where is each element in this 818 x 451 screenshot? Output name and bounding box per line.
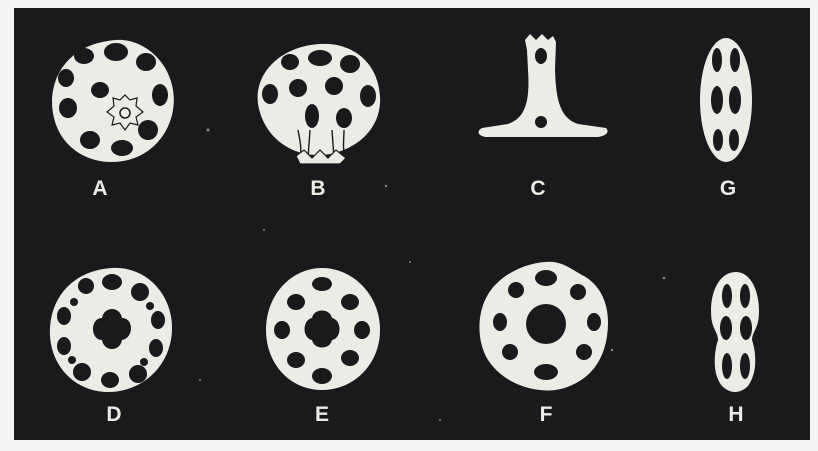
figure-h-oval-plate [711, 272, 759, 392]
figure-label-h: H [728, 404, 743, 425]
figure-label-f: F [540, 404, 553, 425]
figure-label-a: A [92, 178, 107, 199]
figure-label-c: C [530, 178, 545, 199]
figure-e-radial-plate [266, 268, 380, 390]
figure-label-g: G [720, 178, 736, 199]
figure-label-e: E [315, 404, 329, 425]
figure-label-b: B [310, 178, 325, 199]
figure-g-oval-plate [700, 38, 752, 162]
figure-label-d: D [106, 404, 121, 425]
